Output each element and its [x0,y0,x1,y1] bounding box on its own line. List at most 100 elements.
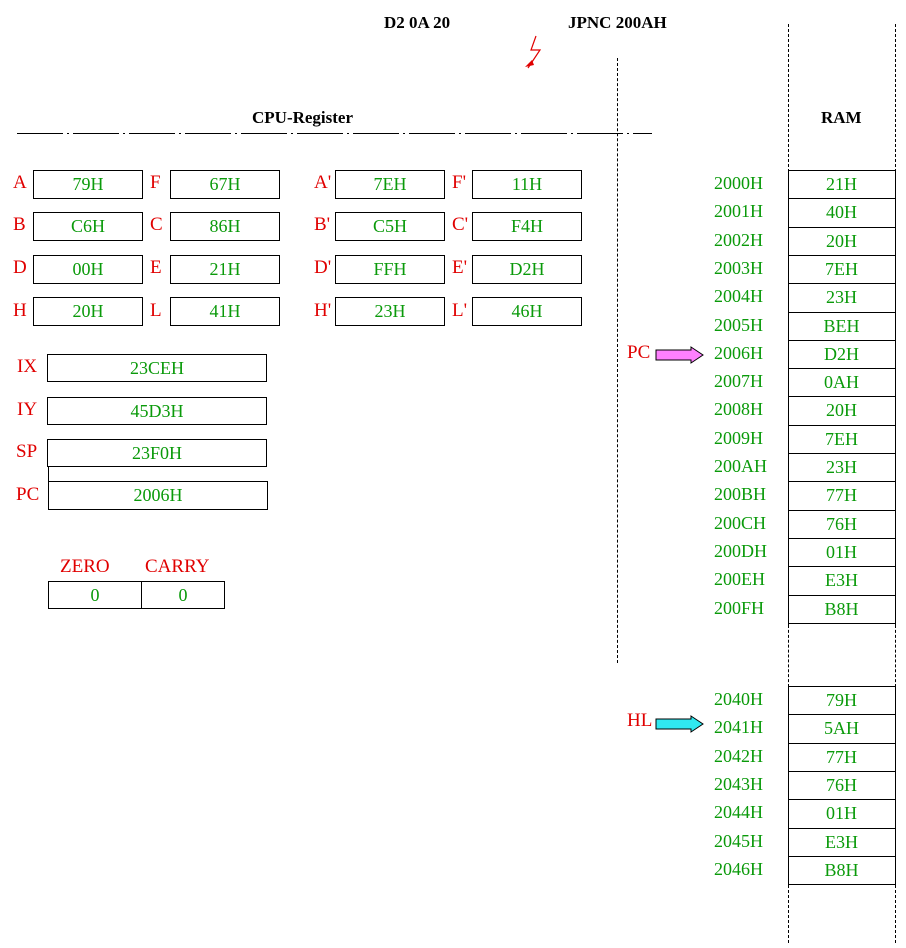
ram-left-gap [788,625,789,687]
register-label-c: C [150,214,163,235]
ram-address: 2041H [714,717,763,738]
cpu-divider-line [17,133,652,134]
ram-right-gap [895,625,896,687]
ram-address: 2000H [714,173,763,193]
ram-cell: 7EH [788,254,895,283]
ram-left-border-top [788,24,789,172]
register-label-d: D [13,257,27,278]
register-label-l-alt: L' [452,300,468,321]
register-c: 86H [170,212,280,241]
ram-cell: BEH [788,311,895,340]
ram-cell: E3H [788,566,895,594]
ram-address: 2006H [714,342,763,363]
ram-address: 2040H [714,689,763,709]
ram-address: 2007H [714,371,763,392]
ram-address: 2001H [714,201,763,222]
register-l-alt: 46H [472,297,582,326]
flag-zero: 0 [48,581,142,609]
ram-cell: 77H [788,742,895,771]
ram-address: 2009H [714,427,763,448]
ram-address: 2046H [714,858,763,879]
ram-cell: E3H [788,827,895,856]
instruction-mnemonic: JPNC 200AH [568,13,667,32]
register-c-alt: F4H [472,212,582,241]
ram-address: 200AH [714,456,767,476]
register-a: 79H [33,170,143,199]
ram-address: 200CH [714,512,767,533]
flag-carry: 0 [141,581,225,609]
ram-address: 2008H [714,399,763,420]
ram-cell: 01H [788,799,895,827]
ram-address: 2045H [714,830,763,851]
pc-pointer-arrow-icon [655,346,704,364]
ram-address: 2002H [714,229,763,250]
ram-cell: B8H [788,855,895,884]
ram-cell: 21H [788,170,895,198]
sp-pc-connector [48,467,49,481]
register-label-b-alt: B' [314,214,331,235]
ram-address: 200EH [714,569,765,590]
ram-cell: 76H [788,509,895,538]
ram-cell: 20H [788,396,895,424]
register-f: 67H [170,170,280,199]
ram-address: 2003H [714,257,763,278]
register-h: 20H [33,297,143,326]
register-label-ix: IX [17,356,38,377]
register-label-e-alt: E' [452,257,468,278]
register-h-alt: 23H [335,297,445,326]
ram-cell: D2H [788,339,895,368]
register-sp: 23F0H [47,439,267,467]
register-iy: 45D3H [47,397,267,425]
register-label-b: B [13,214,26,235]
register-b: C6H [33,212,143,241]
register-a-alt: 7EH [335,170,445,199]
register-label-c-alt: C' [452,214,469,235]
ram-cell: 79H [788,686,895,714]
register-label-f-alt: F' [452,172,466,193]
flag-label-carry: CARRY [145,556,210,577]
ram-address: 200FH [714,597,765,618]
register-label-f: F [150,172,161,193]
ram-cell: 5AH [788,714,895,742]
register-label-h: H [13,300,27,321]
ram-row-divider [788,884,895,886]
register-e-alt: D2H [472,255,582,284]
ram-cell: 23H [788,283,895,311]
register-label-h-alt: H' [314,300,332,321]
flag-label-zero: ZERO [60,556,110,577]
ram-cell: 76H [788,770,895,799]
register-d-alt: FFH [335,255,445,284]
cpu-ram-separator [617,58,618,663]
ram-left-border [788,172,789,625]
ram-cell: 77H [788,481,895,509]
ram-left-border-2 [788,687,789,885]
register-label-a-alt: A' [314,172,332,193]
ram-right-border-bottom [895,885,896,943]
register-b-alt: C5H [335,212,445,241]
ram-address: 200BH [714,484,767,505]
ram-row-divider [788,622,895,624]
register-l: 41H [170,297,280,326]
ram-address: 2005H [714,314,763,335]
ram-cell: 7EH [788,424,895,453]
ram-cell: 40H [788,198,895,226]
ram-cell: 01H [788,537,895,566]
hl-pointer-arrow-icon [655,715,704,733]
register-e: 21H [170,255,280,284]
register-label-e: E [150,257,162,278]
ram-address: 2042H [714,745,763,766]
ram-address: 200DH [714,540,767,561]
ram-right-border-2 [895,687,896,885]
hl-pointer-label: HL [627,710,653,731]
register-label-l: L [150,300,162,321]
ram-cell: 23H [788,453,895,481]
ram-address: 2044H [714,802,763,823]
register-d: 00H [33,255,143,284]
opcode-bytes: D2 0A 20 [384,13,451,32]
register-label-iy: IY [17,399,38,420]
register-label-pc: PC [16,484,40,505]
ram-cell: 20H [788,226,895,255]
register-ix: 23CEH [47,354,267,382]
ram-title: RAM [821,108,862,127]
lightning-icon [525,35,542,69]
